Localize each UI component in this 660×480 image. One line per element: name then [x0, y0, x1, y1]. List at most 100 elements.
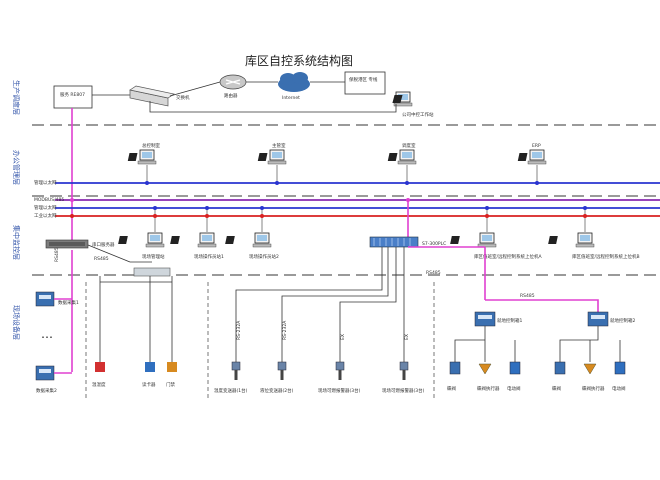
bus-label-4: 工业以太网: [34, 212, 57, 219]
station-node-1: [153, 206, 157, 210]
station-icon-5: [548, 232, 595, 248]
station-icon-1: [118, 232, 165, 248]
remote-pc-label: 公司中控工作站: [402, 111, 434, 118]
temp-humidity-label: 温湿度: [92, 381, 106, 388]
station-icon-3: [225, 232, 272, 248]
station-node-red-3: [260, 214, 264, 218]
controller-label-2: 就地控制箱2: [610, 317, 635, 324]
server-label: 服务 RE807: [60, 91, 85, 98]
zone-label-monitoring: 集中监控层: [12, 225, 21, 260]
office-pc-label-1: 总控制室: [142, 142, 160, 149]
actuator-2-1: [554, 361, 566, 375]
link-label-rs485-a: RS485: [54, 247, 60, 262]
sensor-2: [277, 361, 287, 380]
office-pc-label-4: ERP: [532, 143, 541, 149]
serial-gateway: 串口服务器: [45, 239, 115, 249]
link-label-ex-a: EX: [340, 334, 346, 340]
remote-pc-icon: [392, 91, 413, 107]
link-label-rs232-b: RS-232A: [282, 320, 288, 340]
actuator-label-1-2: 蝶阀执行器: [477, 385, 500, 392]
actuator-1-2: [478, 363, 492, 375]
bus-label-3: 管理以太网: [34, 204, 57, 211]
office-pc-label-3: 调度室: [402, 142, 416, 149]
actuator-1-3: [509, 361, 521, 375]
sensor-1-link: [235, 247, 383, 362]
actuator-label-2-3: 电动阀: [612, 385, 626, 392]
controller-group: 就地控制箱1蝶阀蝶阀执行器电动阀就地控制箱2蝶阀蝶阀执行器电动阀: [447, 311, 635, 392]
sensor-label-1: 温度变送器(1台): [214, 387, 248, 394]
actuator-label-2-2: 蝶阀执行器: [582, 385, 605, 392]
collector-2: 数据采集2: [35, 365, 57, 394]
zone-label-dispatch: 生产调度层: [12, 80, 21, 115]
access-control-label: 门禁: [166, 381, 175, 388]
gateway-node: [70, 214, 74, 218]
sensor-1: [231, 361, 241, 380]
station-label-5: 库区值班室/远程控制系统上位机B: [572, 253, 640, 260]
sensor-group: 温度变送器(1台)液位变送器(2台)现场可燃报警器(3台)现场可燃报警器(3台): [214, 361, 425, 394]
top-switch: 交换机: [129, 85, 190, 107]
actuator-1-1: [449, 361, 461, 375]
plc-unit: S7-300PLC: [369, 236, 446, 248]
card-reader-device: 读卡器: [142, 362, 156, 388]
link-label-rs232-a: RS-232A: [236, 320, 242, 340]
link-label-ex-b: EX: [404, 334, 410, 340]
office-pc-icon-1: [127, 149, 157, 165]
actuator-2-2: [583, 363, 597, 375]
sensor-label-2: 液位变送器(2台): [260, 387, 294, 394]
plc-label: S7-300PLC: [422, 241, 446, 247]
office-pc-label-2: 主管室: [272, 142, 286, 149]
link-label-rs485-c: RS485: [426, 270, 441, 276]
zone-label-office: 办公管理层: [12, 150, 21, 185]
controller-actuator-links-2: [559, 326, 621, 362]
station-node-red-2: [205, 214, 209, 218]
station-node-4: [485, 206, 489, 210]
group2-links: [99, 276, 173, 362]
office-pc-icon-3: [387, 149, 417, 165]
collector-2-label: 数据采集2: [36, 387, 57, 394]
field-hub: [133, 267, 171, 277]
top-server-box: 服务 RE807: [53, 85, 93, 109]
station-label-1: 现场管理站: [142, 253, 165, 260]
switch-remote-pc-link: [149, 101, 397, 113]
controller-1: [474, 311, 496, 327]
sensor-3-link: [339, 247, 397, 362]
access-control-device: 门禁: [166, 362, 177, 388]
station-icon-2: [170, 232, 217, 248]
controller-2: [587, 311, 609, 327]
card-reader-label: 读卡器: [142, 381, 156, 388]
cloud-label: Internet: [282, 95, 300, 101]
station-node-2: [205, 206, 209, 210]
controller-pink-link: [485, 299, 599, 312]
switch-label: 交换机: [176, 94, 190, 101]
link-label-rs485-d: RS485: [520, 293, 535, 299]
office-pc-icon-2: [257, 149, 287, 165]
gateway-field-link: [87, 244, 152, 263]
actuator-label-1-3: 电动阀: [507, 385, 521, 392]
actuator-label-2-1: 蝶阀: [552, 385, 561, 392]
controller-actuator-links-1: [454, 326, 516, 362]
actuator-label-1-1: 蝶阀: [447, 385, 456, 392]
remote-box-label: 保税港区 专线: [349, 76, 378, 83]
station-node-red-4: [485, 214, 489, 218]
controller-label-1: 就地控制箱1: [497, 317, 522, 324]
sensor-4: [399, 361, 409, 380]
station-node-3: [260, 206, 264, 210]
station-icon-4: [450, 232, 497, 248]
office-pc-group: 总控制室 主管室 调度室 ERP: [127, 142, 547, 185]
office-pc-icon-4: [517, 149, 547, 165]
collector-1: 数据采集1: [35, 291, 79, 307]
station-node-red-5: [583, 214, 587, 218]
bus-label-2: MODBUS/485: [34, 197, 64, 203]
sensor-label-4: 现场可燃报警器(3台): [382, 387, 425, 394]
station-label-4: 库区值班室/远程控制系统上位机A: [474, 253, 543, 260]
actuator-2-3: [614, 361, 626, 375]
collector-ellipsis: …: [41, 327, 53, 341]
station-node-5: [583, 206, 587, 210]
cloud-icon: Internet: [278, 72, 310, 101]
router-label: 路由器: [224, 92, 238, 99]
sensor-2-link: [281, 247, 389, 362]
link-label-rs485-b: RS485: [94, 256, 109, 262]
diagram-title: 库区自控系统结构图: [245, 53, 353, 68]
